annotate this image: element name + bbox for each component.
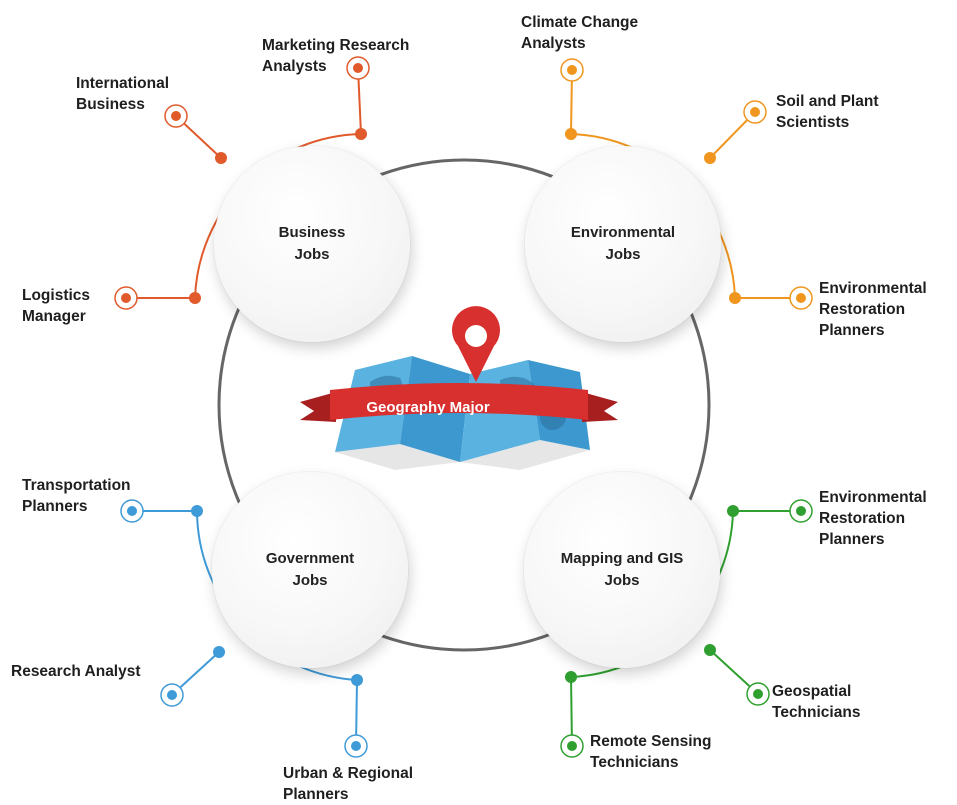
job-label-line: Marketing Research — [262, 37, 410, 54]
job-label-line: Technicians — [590, 754, 679, 771]
mapping-dot-2 — [704, 644, 716, 656]
business-end-markers — [114, 56, 370, 310]
job-label-env-restoration-2: Environmental Restoration Planners — [819, 487, 927, 550]
job-label-env-restoration-1: Environmental Restoration Planners — [819, 278, 927, 341]
government-jobs-title: Government Jobs — [235, 548, 385, 592]
environmental-dot-2 — [704, 152, 716, 164]
job-label-line: Analysts — [521, 35, 586, 52]
government-end-dot-2 — [167, 690, 177, 700]
job-label-transportation: Transportation Planners — [22, 475, 131, 517]
government-end-markers — [120, 499, 368, 758]
job-label-line: Restoration — [819, 510, 906, 527]
business-end-dot-3 — [121, 293, 131, 303]
job-label-line: Climate Change — [521, 14, 639, 31]
government-dot-2 — [213, 646, 225, 658]
mapping-dot-3 — [565, 671, 577, 683]
job-label-logistics-manager: Logistics Manager — [22, 285, 90, 327]
business-dot-1 — [355, 128, 367, 140]
mapping-end-dot-1 — [796, 506, 806, 516]
job-label-line: Soil and Plant — [776, 93, 879, 110]
job-label-line: Planners — [22, 498, 88, 515]
job-label-line: Analysts — [262, 58, 327, 75]
job-label-line: Technicians — [772, 704, 861, 721]
environmental-jobs-title: Environmental Jobs — [548, 222, 698, 266]
job-label-line: Restoration — [819, 301, 906, 318]
government-title-line2: Jobs — [292, 572, 328, 589]
business-dot-3 — [189, 292, 201, 304]
job-label-line: Logistics — [22, 287, 91, 304]
ribbon-banner — [300, 383, 618, 422]
government-dot-3 — [351, 674, 363, 686]
job-label-soil-plant: Soil and Plant Scientists — [776, 91, 878, 133]
job-label-line: Geospatial — [772, 683, 852, 700]
mapping-end-dot-3 — [567, 741, 577, 751]
mapping-dot-1 — [727, 505, 739, 517]
main-ring — [217, 158, 711, 652]
location-pin-icon — [452, 306, 500, 382]
job-label-line: Transportation — [22, 477, 131, 494]
business-dot-2 — [215, 152, 227, 164]
business-end-dot-2 — [171, 111, 181, 121]
environmental-end-dot-1 — [567, 65, 577, 75]
job-label-line: Environmental — [819, 280, 927, 297]
center-title: Geography Major — [366, 399, 490, 416]
environmental-title-line2: Jobs — [605, 246, 641, 263]
business-jobs-title: Business Jobs — [237, 222, 387, 266]
environmental-end-dot-3 — [796, 293, 806, 303]
pin-hole — [465, 325, 487, 347]
job-label-climate-change: Climate Change Analysts — [521, 12, 638, 54]
job-label-line: Manager — [22, 308, 86, 325]
environmental-title-line1: Environmental — [570, 224, 676, 241]
job-label-geospatial: Geospatial Technicians — [772, 681, 860, 723]
environmental-jobs-node[interactable]: Environmental Jobs — [525, 146, 721, 342]
business-title-line2: Jobs — [294, 246, 330, 263]
mapping-dots — [565, 505, 739, 683]
mapping-gis-jobs-node[interactable]: Mapping and GIS Jobs — [524, 472, 720, 668]
environmental-dot-3 — [729, 292, 741, 304]
business-title-line1: Business — [278, 224, 346, 241]
business-end-dot-1 — [353, 63, 363, 73]
mapping-gis-jobs-title: Mapping and GIS Jobs — [547, 548, 697, 592]
job-label-line: Environmental — [819, 489, 927, 506]
ribbon-tail-right — [582, 392, 618, 422]
job-label-marketing-research: Marketing Research Analysts — [262, 35, 409, 77]
environmental-end-markers — [560, 58, 813, 310]
job-label-line: Planners — [283, 786, 349, 803]
business-jobs-node[interactable]: Business Jobs — [214, 146, 410, 342]
government-title-line1: Government — [265, 550, 355, 567]
job-label-urban-regional: Urban & Regional Planners — [283, 763, 413, 805]
ribbon-tail-left — [300, 392, 336, 422]
mapping-end-markers — [560, 499, 813, 758]
job-label-line: Remote Sensing — [590, 733, 712, 750]
job-label-research-analyst: Research Analyst — [11, 661, 141, 682]
job-label-line: Planners — [819, 531, 885, 548]
job-label-line: Research Analyst — [11, 663, 141, 680]
mapping-title-line2: Jobs — [604, 572, 640, 589]
job-label-line: Planners — [819, 322, 885, 339]
government-end-dot-3 — [351, 741, 361, 751]
ribbon-body — [330, 383, 588, 420]
government-jobs-node[interactable]: Government Jobs — [212, 472, 408, 668]
business-dots — [189, 128, 367, 304]
environmental-end-dot-2 — [750, 107, 760, 117]
job-label-line: Urban & Regional — [283, 765, 414, 782]
job-label-line: International — [76, 75, 170, 92]
government-end-dot-1 — [127, 506, 137, 516]
environmental-dots — [565, 128, 741, 304]
mapping-title-line1: Mapping and GIS — [560, 550, 684, 567]
job-label-line: Scientists — [776, 114, 850, 131]
environmental-dot-1 — [565, 128, 577, 140]
government-dots — [191, 505, 363, 686]
job-label-remote-sensing: Remote Sensing Technicians — [590, 731, 711, 773]
mapping-end-dot-2 — [753, 689, 763, 699]
job-label-line: Business — [76, 96, 145, 113]
government-dot-1 — [191, 505, 203, 517]
job-label-international-business: International Business — [76, 73, 169, 115]
